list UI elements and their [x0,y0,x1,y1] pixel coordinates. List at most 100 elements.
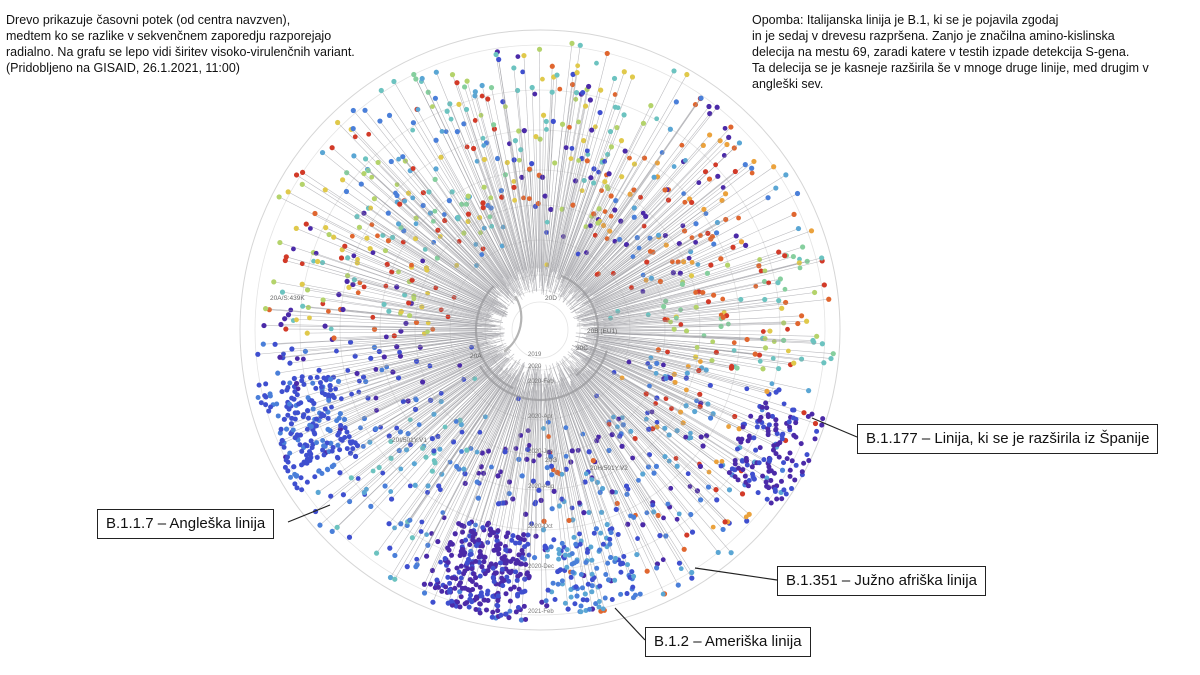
tree-tip [768,477,774,483]
tree-tip [742,473,748,479]
tree-tip [438,154,444,160]
tree-tip [636,245,642,251]
tree-branch [381,90,511,285]
tree-branch [578,344,664,380]
tree-branch [576,214,795,314]
tree-tip [387,545,393,551]
tree-branch [542,209,552,296]
tree-tip [629,569,635,575]
tree-tip [507,570,513,576]
tree-tip [287,380,293,386]
tree-tip [545,480,551,486]
tree-branch [496,379,530,541]
tree-tip [308,423,314,429]
tree-branch [575,145,704,289]
tree-branch [570,223,697,310]
tree-tip [556,551,562,557]
tree-tip [521,603,527,609]
tree-branch [476,387,517,483]
tree-tip [630,254,636,260]
tree-tip [356,378,362,384]
tree-branch [555,363,657,569]
tree-tip [574,70,580,76]
tree-tip [491,530,497,536]
tree-tip [506,479,513,485]
tree-tip [698,233,703,238]
tree-tip [605,577,612,583]
tree-tip [519,548,525,554]
tree-branch [421,78,521,289]
tree-tip [795,320,801,327]
tree-branch [346,172,496,294]
tree-tip [494,534,500,540]
tree-tip [477,429,483,435]
tree-branch [552,378,597,529]
tree-branch [376,361,517,554]
tree-branch [392,346,481,373]
tree-tip [739,436,745,442]
tree-branch [574,235,737,314]
tree-tip [304,452,310,458]
tree-branch [440,157,521,296]
tree-branch [584,298,829,326]
tree-tip [262,306,269,312]
tree-tip [502,104,508,110]
tree-tip [587,606,593,612]
tree-branch [384,304,493,322]
tree-branch [296,228,499,313]
tree-tip [290,427,296,433]
tree-branch [581,336,659,351]
tree-tip [479,593,485,599]
tree-tip [645,312,651,318]
tree-tip [536,487,542,493]
tree-branch [456,82,524,281]
tree-branch [586,354,687,406]
tree-tip [292,481,298,487]
tree-tip [612,207,618,213]
tree-branch [474,95,531,293]
tree-tip [544,553,550,559]
tree-tip [263,381,269,387]
tree-tip [447,580,453,586]
tree-branch [385,250,489,303]
tree-branch [285,260,493,317]
tree-tip [523,616,529,622]
tree-tip [410,120,417,126]
tree-branch [587,370,730,491]
tree-branch [559,200,617,298]
tree-branch [350,332,505,343]
tree-branch [396,195,496,289]
tree-tip [626,359,632,365]
tree-tip [697,359,703,364]
tree-tip [351,153,357,159]
tree-branch [556,384,611,558]
tree-branch [551,389,593,610]
tree-branch [426,269,508,313]
tree-branch [333,236,508,316]
tree-tip [485,568,491,574]
tree-tip [564,564,570,570]
tree-tip [819,422,825,428]
tree-branch [457,217,516,296]
tree-tip [573,584,579,590]
tree-tip [545,419,551,425]
tree-tip [328,376,334,382]
tree-branch [513,159,535,291]
tree-tip [489,223,495,229]
tree-tip [591,166,597,172]
tree-tip [564,547,570,553]
tree-branch [562,189,635,297]
tree-tip [619,560,625,566]
tree-tip [295,386,301,392]
tree-tip [327,428,333,434]
tree-tip [810,337,816,344]
tree-tip [370,250,376,256]
tree-tip [684,71,690,78]
tree-branch [569,209,705,309]
tree-tip [657,532,663,539]
tree-tip [400,239,406,245]
tree-branch [275,332,483,345]
tree-tip [761,457,767,463]
tree-tip [432,208,438,214]
tree-branch [482,207,518,280]
